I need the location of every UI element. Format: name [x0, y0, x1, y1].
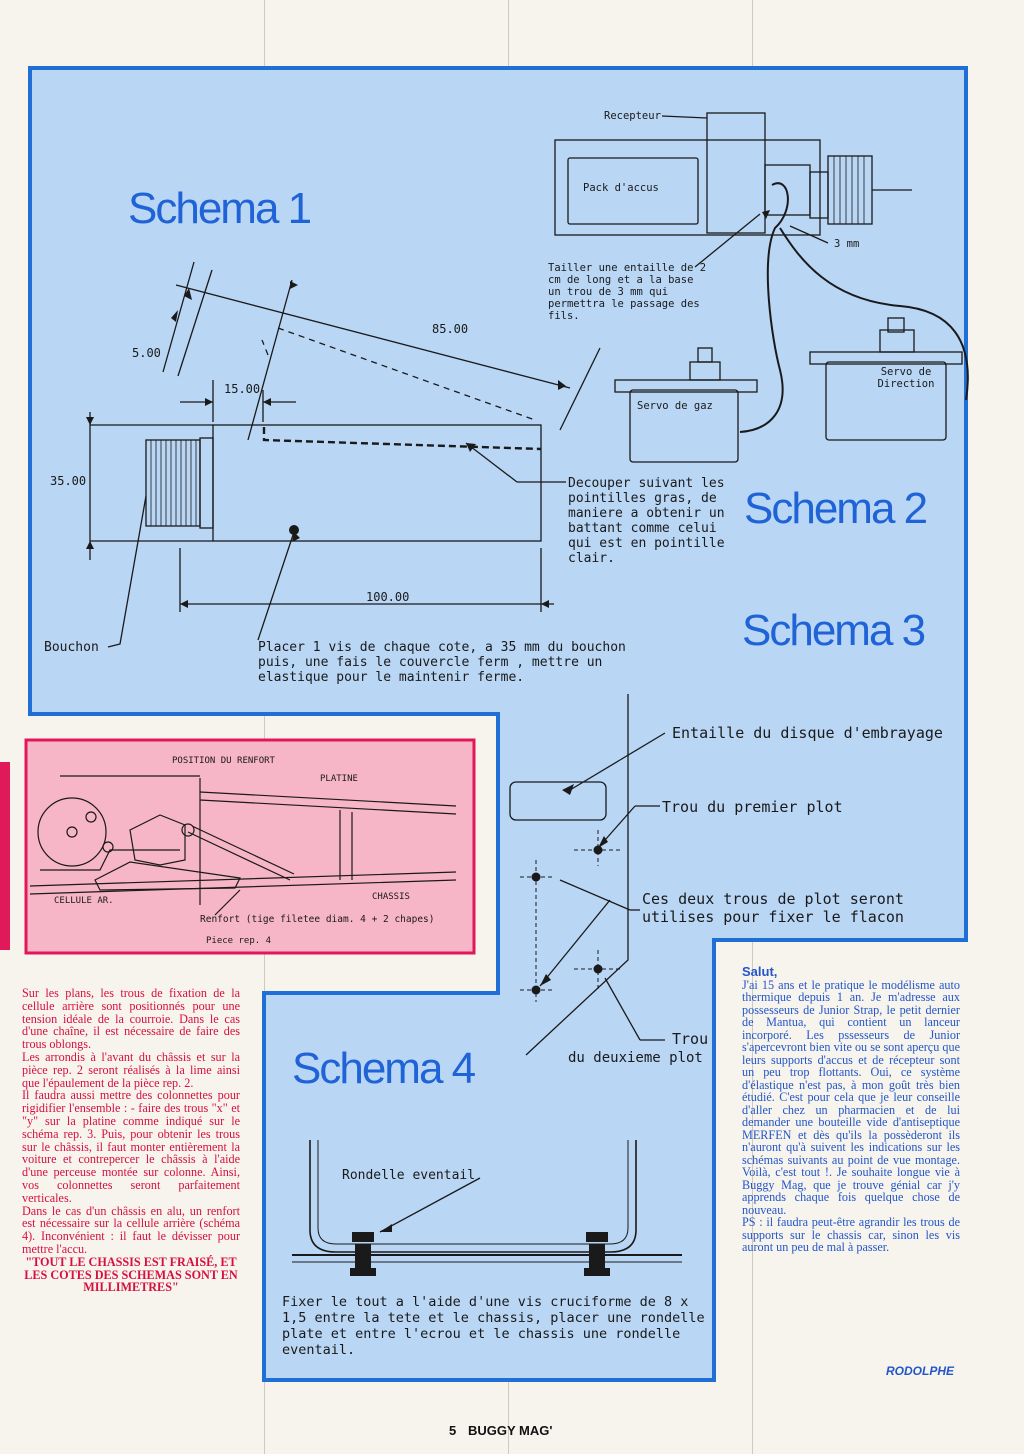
platine-outline	[525, 694, 629, 1056]
clutch-slot	[509, 781, 607, 821]
entaille-label: Entaille du disque d'embrayage	[672, 724, 943, 742]
blue-panel	[28, 66, 968, 1382]
magazine-name: BUGGY MAG'	[468, 1423, 553, 1438]
dimension-100: 100.00	[366, 590, 410, 604]
schema4-title: Schema 4	[292, 1044, 476, 1093]
servo-holder	[554, 139, 821, 236]
pink-renfort-label: Renfort (tige filetee diam. 4 + 2 chapes…	[200, 914, 435, 925]
blue-paragraph: PS : il faudra peut-être agrandir les tr…	[742, 1215, 960, 1254]
cut-line	[262, 427, 542, 451]
greeting: Salut,	[742, 964, 778, 979]
signature: RODOLPHE	[886, 1364, 955, 1378]
trou2-label-b: du deuxieme plot	[568, 1050, 703, 1066]
servo-gaz-body	[629, 389, 739, 463]
cap-ribs	[150, 440, 197, 526]
screw-note: Placer 1 vis de chaque cote, a 35 mm du …	[258, 640, 626, 685]
bottle-cap	[145, 439, 201, 527]
servo-dir-label: Servo de Direction	[877, 366, 935, 390]
red-edge-tab	[0, 762, 10, 950]
bottle-cross-section	[309, 1140, 637, 1253]
battery-pack	[567, 157, 699, 225]
servo-wires	[739, 182, 969, 433]
pink-platine-label: PLATINE	[320, 774, 358, 784]
3mm-label: 3 mm	[834, 238, 860, 250]
recepteur-label: Recepteur	[604, 110, 661, 122]
dimension-15: 15.00	[224, 382, 261, 396]
red-paragraph: Les arrondis à l'avant du châssis et sur…	[22, 1049, 240, 1090]
binding-line	[264, 0, 265, 1454]
blue-paragraph: J'ai 15 ans et le pratique le modélisme …	[742, 977, 960, 1217]
pink-piece-label: Piece rep. 4	[206, 936, 272, 946]
trou2-label-a: Trou	[672, 1030, 709, 1048]
flap-outline	[261, 327, 536, 421]
red-paragraph: Sur les plans, les trous de fixation de …	[22, 986, 240, 1052]
servo-dir-body	[825, 361, 947, 441]
page-number: 5	[449, 1423, 457, 1438]
schema1-title: Schema 1	[128, 184, 312, 233]
red-paragraph: Dans le cas d'un châssis en alu, un renf…	[22, 1203, 240, 1256]
dimension-35: 35.00	[50, 474, 87, 488]
fix-note: Fixer le tout a l'aide d'une vis crucifo…	[282, 1294, 705, 1358]
servo-gaz-label: Servo de gaz	[637, 400, 713, 412]
schema3-title: Schema 3	[742, 606, 926, 655]
dimension-85: 85.00	[432, 322, 469, 336]
trou1-label: Trou du premier plot	[662, 798, 843, 816]
cut-note: Decouper suivant les pointilles gras, de…	[568, 476, 725, 566]
pack-label: Pack d'accus	[583, 182, 659, 194]
blue-column-text: Salut, J'ai 15 ans et le pratique le mod…	[742, 964, 960, 1254]
dimension-5: 5.00	[132, 346, 161, 360]
bouchon-label: Bouchon	[44, 640, 99, 655]
deux-trous-label: Ces deux trous de plot seront utilises p…	[642, 890, 904, 926]
red-column-text: Sur les plans, les trous de fixation de …	[22, 987, 240, 1294]
red-paragraph: Il faudra aussi mettre des colonnettes p…	[22, 1088, 240, 1205]
pink-cellule-label: CELLULE AR.	[54, 896, 114, 906]
rondelle-label: Rondelle eventail	[342, 1168, 476, 1183]
red-closing-note: "TOUT LE CHASSIS EST FRAISÉ, ET LES COTE…	[24, 1254, 238, 1295]
pink-position-label: POSITION DU RENFORT	[172, 756, 275, 766]
notch-note: Tailler une entaille de 2 cm de long et …	[548, 262, 707, 322]
schema2-title: Schema 2	[744, 484, 928, 533]
pink-chassis-label: CHASSIS	[372, 892, 410, 902]
